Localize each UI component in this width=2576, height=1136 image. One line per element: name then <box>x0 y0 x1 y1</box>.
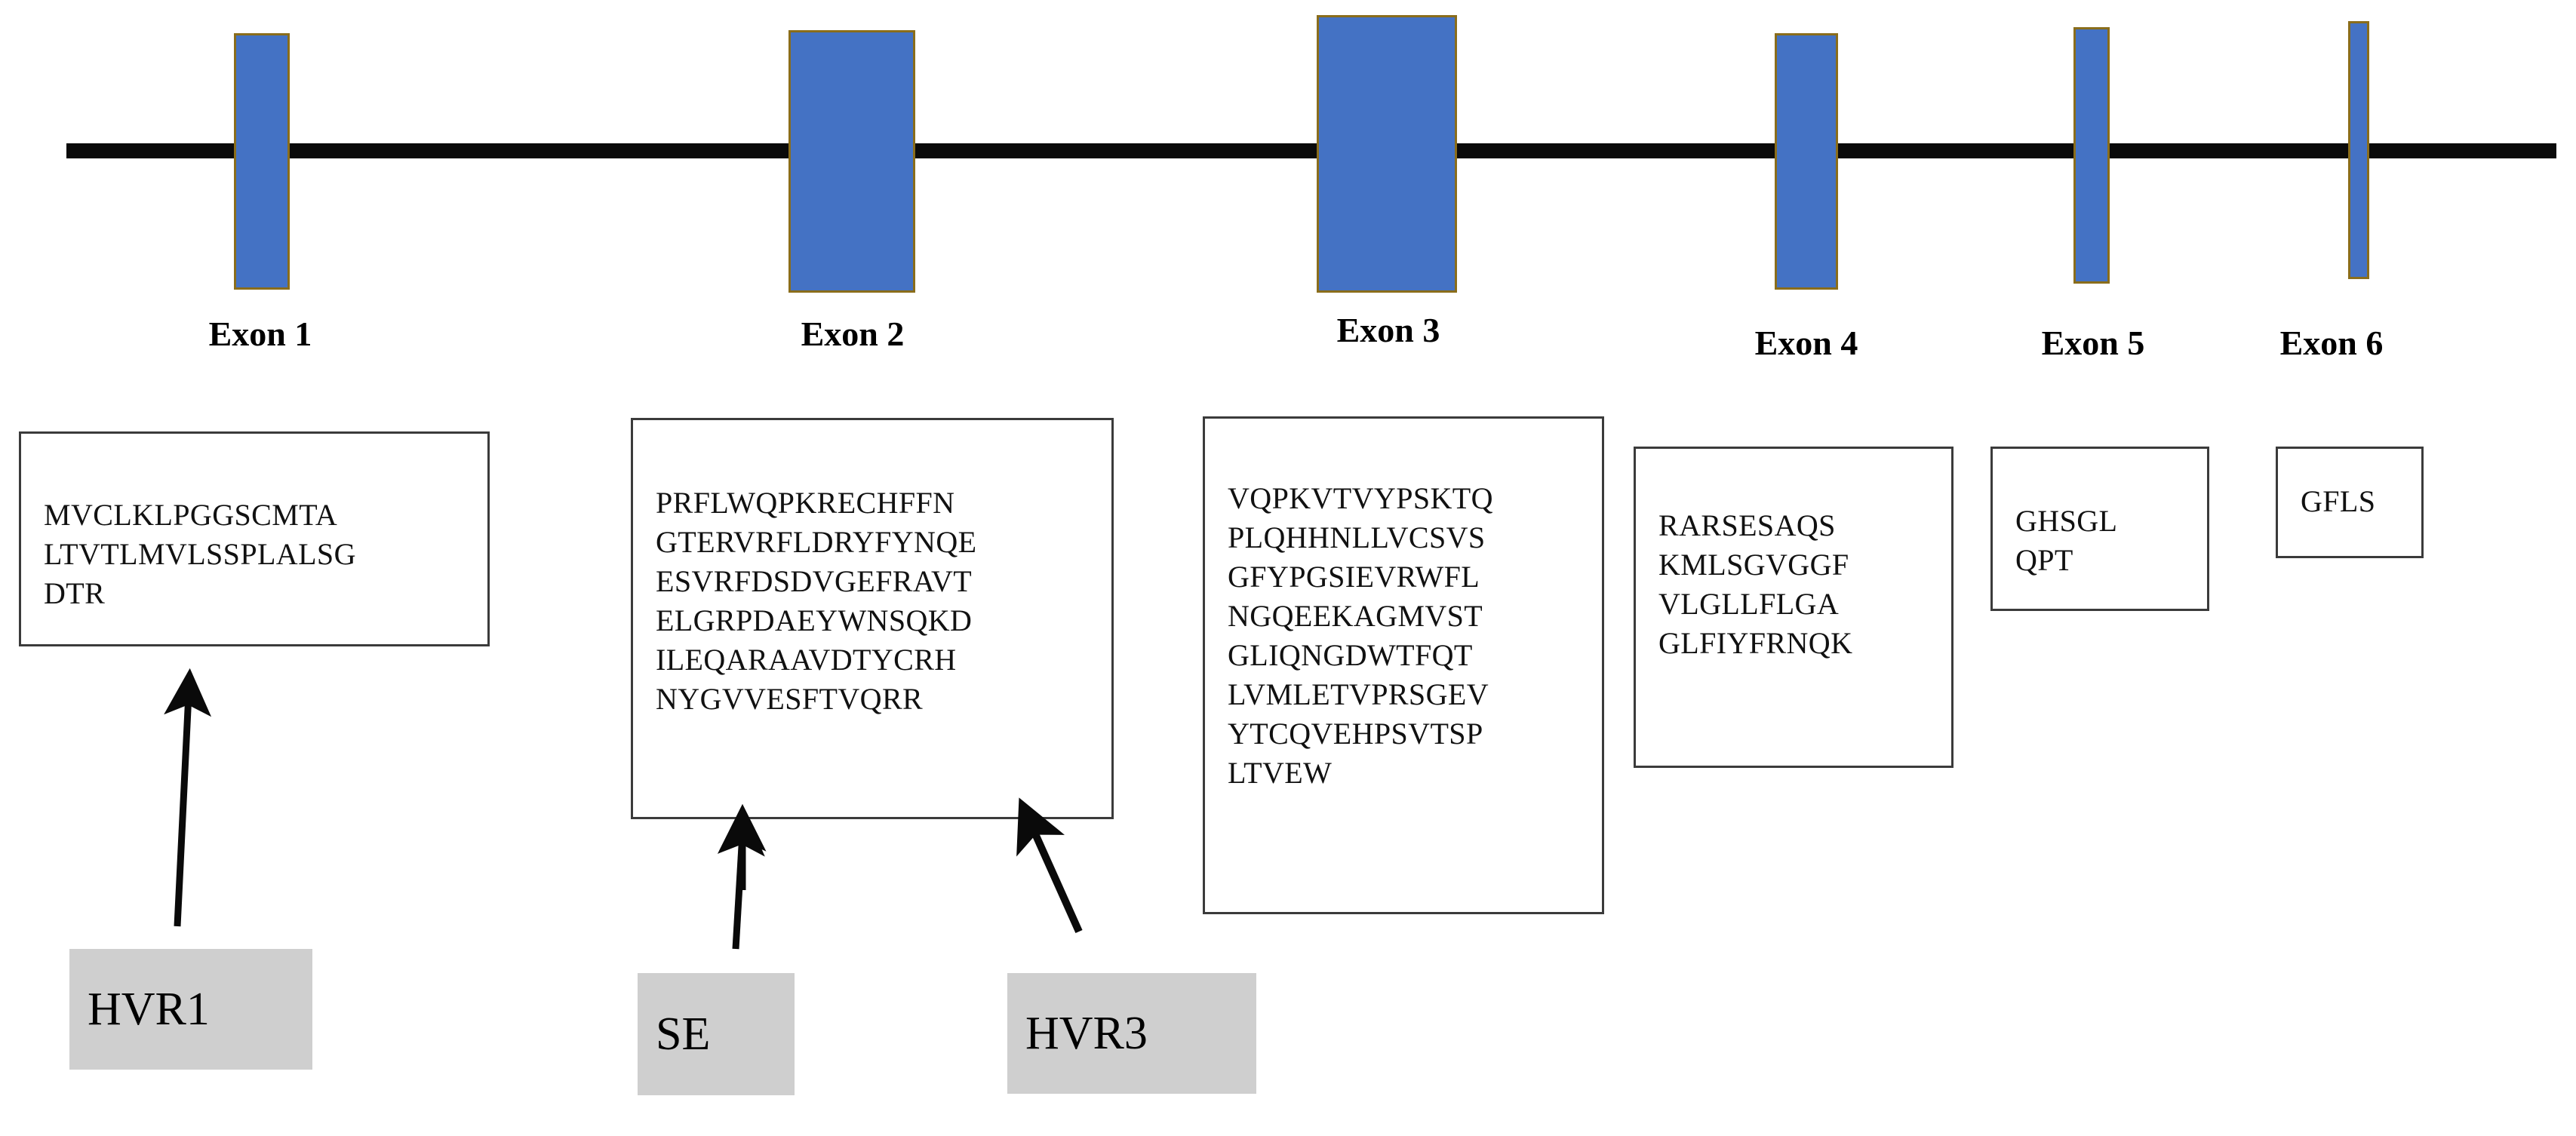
exon-bar-3[interactable] <box>1317 15 1457 293</box>
sequence-box-exon-1[interactable]: MVCLKLPGGSCMTA LTVTLMVLSSPLALSG DTR <box>19 431 490 646</box>
gene-backbone-line <box>66 143 2556 158</box>
exon-label-2: Exon 2 <box>801 315 905 353</box>
sequence-text-exon-3: VQPKVTVYPSKTQ PLQHHNLLVCSVS GFYPGSIEVRWF… <box>1228 481 1493 790</box>
sequence-box-exon-6[interactable]: GFLS <box>2276 447 2424 558</box>
exon-bar-1[interactable] <box>234 33 290 290</box>
exon-bar-5[interactable] <box>2073 27 2110 284</box>
sequence-text-exon-4: RARSESAQS KMLSGVGGF VLGLLFLGA GLFIYFRNQK <box>1658 508 1853 660</box>
region-box-hvr3[interactable]: HVR3 <box>1007 973 1256 1094</box>
region-box-hvr1[interactable]: HVR1 <box>69 949 312 1070</box>
exon-label-1: Exon 1 <box>208 315 312 353</box>
sequence-box-exon-4[interactable]: RARSESAQS KMLSGVGGF VLGLLFLGA GLFIYFRNQK <box>1634 447 1954 768</box>
exon-bar-6[interactable] <box>2348 21 2369 279</box>
exon-bar-4[interactable] <box>1775 33 1838 290</box>
sequence-text-exon-2: PRFLWQPKRECHFFN GTERVRFLDRYFYNQE ESVRFDS… <box>656 486 977 716</box>
sequence-box-exon-3[interactable]: VQPKVTVYPSKTQ PLQHHNLLVCSVS GFYPGSIEVRWF… <box>1203 416 1604 914</box>
exon-label-5: Exon 5 <box>2041 324 2145 362</box>
sequence-box-exon-5[interactable]: GHSGL QPT <box>1990 447 2209 611</box>
sequence-text-exon-1: MVCLKLPGGSCMTA LTVTLMVLSSPLALSG DTR <box>44 498 356 610</box>
region-label-hvr1: HVR1 <box>88 984 210 1035</box>
sequence-text-exon-6: GFLS <box>2301 484 2376 518</box>
sequence-box-exon-2[interactable]: PRFLWQPKRECHFFN GTERVRFLDRYFYNQE ESVRFDS… <box>631 418 1114 819</box>
exon-label-6: Exon 6 <box>2279 324 2384 362</box>
region-label-se: SE <box>656 1009 711 1060</box>
sequence-text-exon-5: GHSGL QPT <box>2015 504 2118 577</box>
region-label-hvr3: HVR3 <box>1025 1008 1148 1059</box>
exon-bar-2[interactable] <box>788 30 915 293</box>
exon-label-3: Exon 3 <box>1336 311 1440 349</box>
exon-label-4: Exon 4 <box>1754 324 1858 362</box>
region-box-se[interactable]: SE <box>638 973 795 1095</box>
